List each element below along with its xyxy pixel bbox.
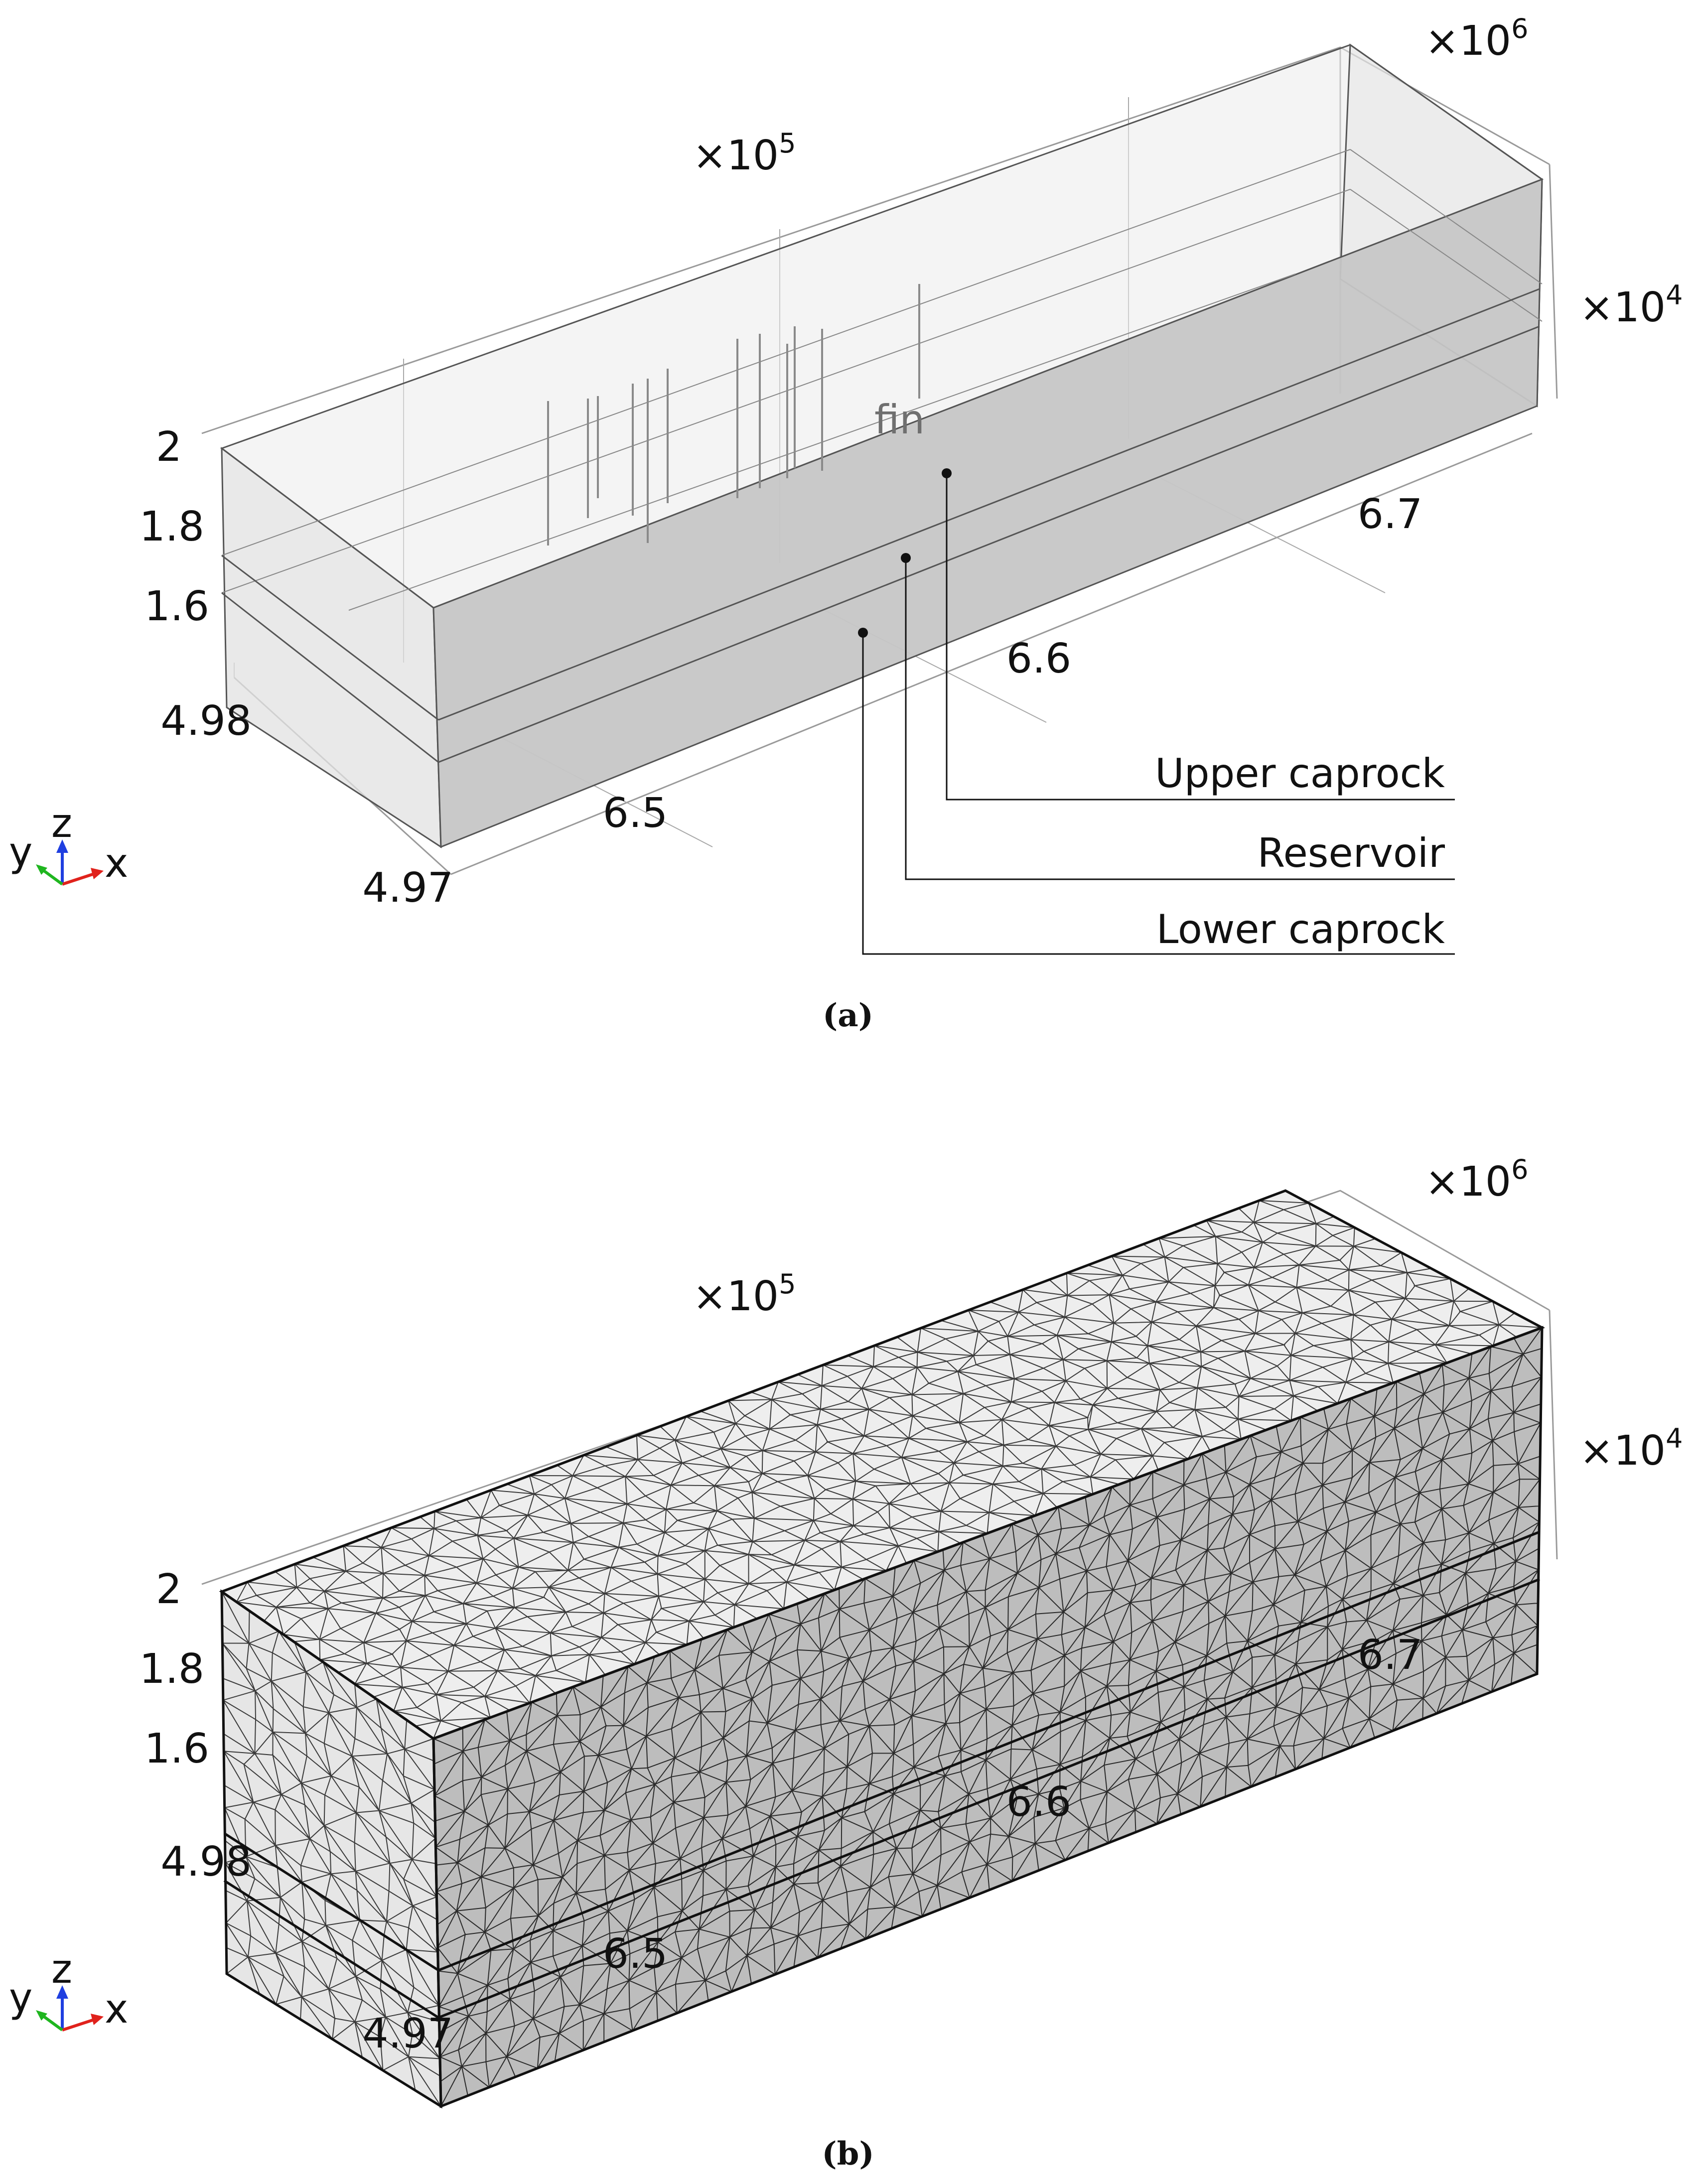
callout-dot-reservoir <box>901 553 911 563</box>
x-exponent: ×105 <box>693 1268 796 1320</box>
x-tick-label: 6.7 <box>1358 491 1422 538</box>
fault-label: fin <box>874 397 925 443</box>
z-exponent: ×104 <box>1579 1423 1683 1475</box>
x-tick-label: 6.5 <box>603 790 668 837</box>
x-tick-label: 6.6 <box>1006 1778 1071 1826</box>
triad-x-label: x <box>105 840 128 886</box>
axis-triad-a: z x y <box>9 800 128 886</box>
faults-a <box>547 284 920 546</box>
z-tick-label: 1.8 <box>140 1645 204 1693</box>
callout-dot-upper-caprock <box>942 468 952 478</box>
mesh-elements <box>222 1592 441 2106</box>
x-tick-label: 6.6 <box>1006 635 1071 682</box>
z-tick-label: 2 <box>156 423 182 471</box>
triad-y-label: y <box>9 1975 32 2021</box>
caption-a: (a) <box>823 997 873 1034</box>
callout-lower-caprock: Lower caprock <box>1156 906 1445 953</box>
y-exponent: ×106 <box>1425 13 1528 65</box>
x-tick-label: 6.7 <box>1358 1632 1422 1679</box>
z-exponent: ×104 <box>1579 279 1683 331</box>
layer-interfaces-a <box>221 288 1540 763</box>
y-tick-label: 4.98 <box>160 697 252 745</box>
z-tick-label: 1.6 <box>144 1725 209 1773</box>
mesh-side-face <box>222 1592 441 2106</box>
y-tick-label: 4.97 <box>362 2010 453 2057</box>
triad-z-label: z <box>51 1946 72 1992</box>
block-a-front-face <box>432 178 1543 848</box>
mesh-elements <box>433 1328 1542 2106</box>
panel-a: fin Upper caprock Reservoir Lower caproc… <box>9 13 1683 1034</box>
y-exponent: ×106 <box>1425 1154 1528 1206</box>
callout-upper-caprock: Upper caprock <box>1155 750 1445 797</box>
mesh-block-b <box>219 1189 1546 2109</box>
callout-reservoir: Reservoir <box>1258 830 1445 876</box>
x-tick-label: 6.5 <box>603 1930 668 1978</box>
mesh-elements <box>222 1191 1542 1739</box>
x-exponent: ×105 <box>693 128 796 179</box>
callout-dot-lower-caprock <box>858 628 868 638</box>
axis-triad-b: z x y <box>9 1946 128 2032</box>
y-tick-label: 4.98 <box>160 1838 252 1886</box>
y-tick-label: 4.97 <box>362 864 453 912</box>
z-tick-label: 1.6 <box>144 583 209 630</box>
triad-x-label: x <box>105 1986 128 2032</box>
panel-b: 6.5 6.6 6.7 4.97 4.98 2 1.8 1.6 ×105 ×10… <box>9 1154 1683 2173</box>
triad-y-label: y <box>9 829 32 875</box>
block-a <box>220 43 1544 848</box>
triad-z-label: z <box>51 800 72 846</box>
callout-leaders-a <box>862 473 1455 955</box>
caption-b: (b) <box>822 2135 874 2173</box>
z-tick-label: 1.8 <box>140 503 204 550</box>
z-tick-label: 2 <box>156 1566 182 1613</box>
